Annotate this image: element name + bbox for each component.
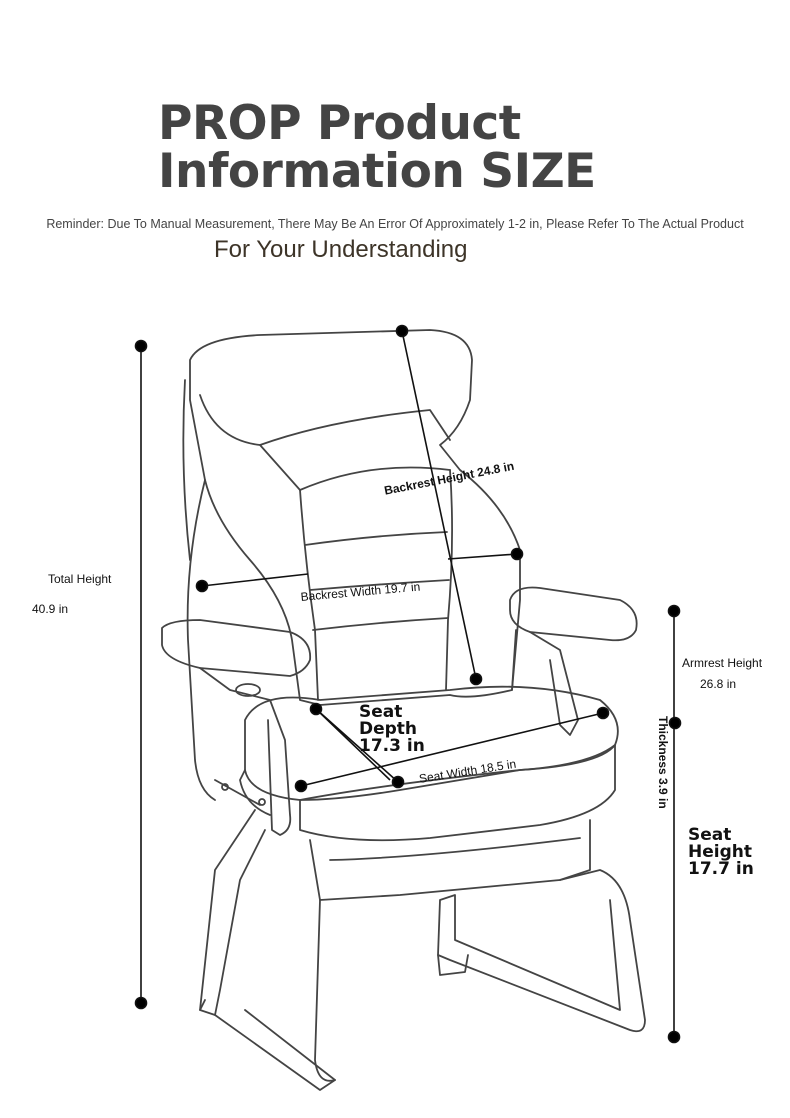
- title-line-2: Information SIZE: [158, 144, 596, 199]
- left-armrest: [161, 619, 312, 677]
- back-cushion: [299, 469, 453, 701]
- thickness-label: Thickness 3.9 in: [656, 716, 670, 809]
- chair-back-outline: [189, 329, 521, 706]
- seat-depth-line-3: 17.3 in: [359, 736, 425, 756]
- seat-height-line-3: 17.7 in: [688, 859, 754, 879]
- backrest-width-line: [201, 573, 309, 587]
- chair-line-art: [161, 329, 646, 1091]
- title-line-1: PROP Product: [158, 96, 521, 151]
- seat-depth-line-2: Depth: [359, 719, 418, 739]
- reminder-text: Reminder: Due To Manual Measurement, The…: [46, 217, 744, 231]
- measurement-lines: [134, 324, 682, 1044]
- backrest-height-line: [401, 330, 477, 680]
- seat-height-line-1: Seat: [688, 825, 732, 845]
- armrest-height-label: Armrest Height: [682, 656, 763, 670]
- understanding-subtitle: For Your Understanding: [214, 236, 468, 263]
- total-height-bottom-dot: [134, 996, 148, 1010]
- seat-depth-line-1: Seat: [359, 702, 403, 722]
- seat-height-line-2: Height: [688, 842, 752, 862]
- seat-height-label: Seat Height 17.7 in: [688, 827, 754, 878]
- seat-width-line: [300, 712, 604, 787]
- right-armrest: [509, 586, 638, 642]
- total-height-value: 40.9 in: [32, 602, 69, 616]
- page-title: PROP Product Information SIZE: [158, 100, 596, 196]
- total-height-top-dot: [134, 339, 148, 353]
- chair-base: [199, 809, 266, 1016]
- armrest-height-value: 26.8 in: [700, 677, 737, 691]
- seat-depth-label: Seat Depth 17.3 in: [359, 704, 425, 755]
- total-height-label: Total Height: [48, 572, 112, 586]
